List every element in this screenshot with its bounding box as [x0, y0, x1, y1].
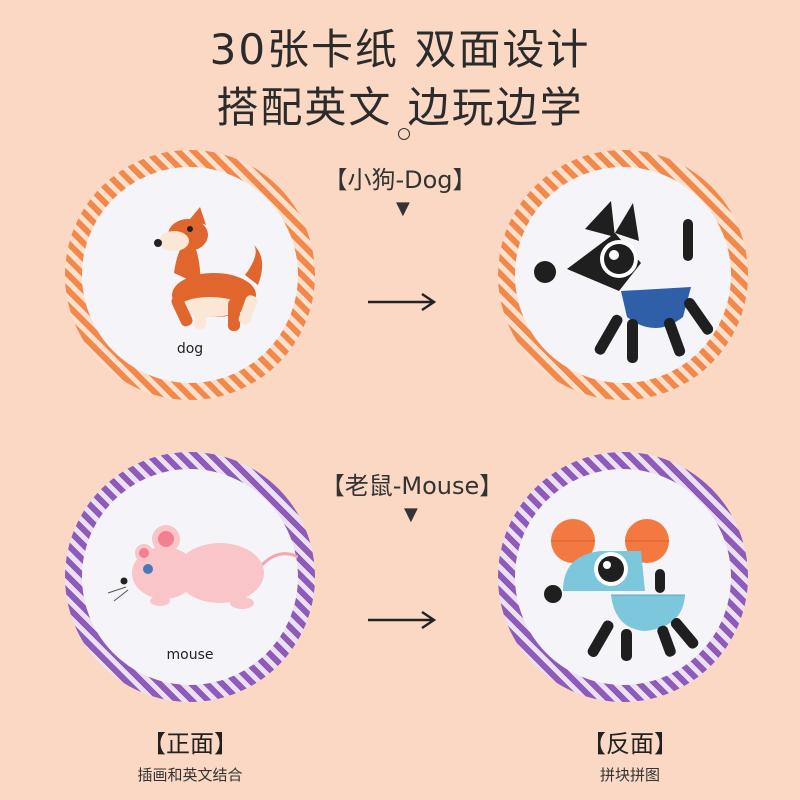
mouse-front-card: mouse	[65, 452, 315, 702]
dog-front-card-face: dog	[82, 167, 298, 383]
right-arrow-icon	[368, 611, 437, 629]
dog-illustration	[154, 207, 263, 331]
mouse-word: mouse	[166, 647, 214, 663]
dog-word: dog	[176, 341, 204, 357]
mouse-puzzle-illustration	[544, 519, 699, 661]
dog-puzzle-illustration	[534, 201, 714, 363]
dog-front-card: dog	[65, 150, 315, 400]
mouse-front-card-face: mouse	[82, 469, 298, 685]
mouse-label: 【老鼠-Mouse】	[320, 472, 504, 500]
down-triangle-icon: ▼	[404, 504, 418, 525]
front-side-description: 插画和英文结合	[137, 766, 243, 784]
dog-label: 【小狗-Dog】	[323, 166, 477, 194]
mouse-illustration	[107, 525, 298, 609]
right-arrow-icon	[368, 293, 437, 311]
dog-back-card	[498, 150, 748, 400]
mouse-back-card-face	[515, 469, 731, 685]
dog-back-card-face	[515, 167, 731, 383]
decorative-circle-icon	[398, 128, 410, 140]
front-side-title: 【正面】	[142, 730, 238, 758]
headline-line-1: 30张卡纸 双面设计	[209, 25, 591, 74]
down-triangle-icon: ▼	[396, 198, 410, 219]
back-side-title: 【反面】	[582, 730, 678, 758]
mouse-back-card	[498, 452, 748, 702]
back-side-description: 拼块拼图	[599, 766, 660, 784]
headline-line-2: 搭配英文 边玩边学	[216, 83, 584, 132]
